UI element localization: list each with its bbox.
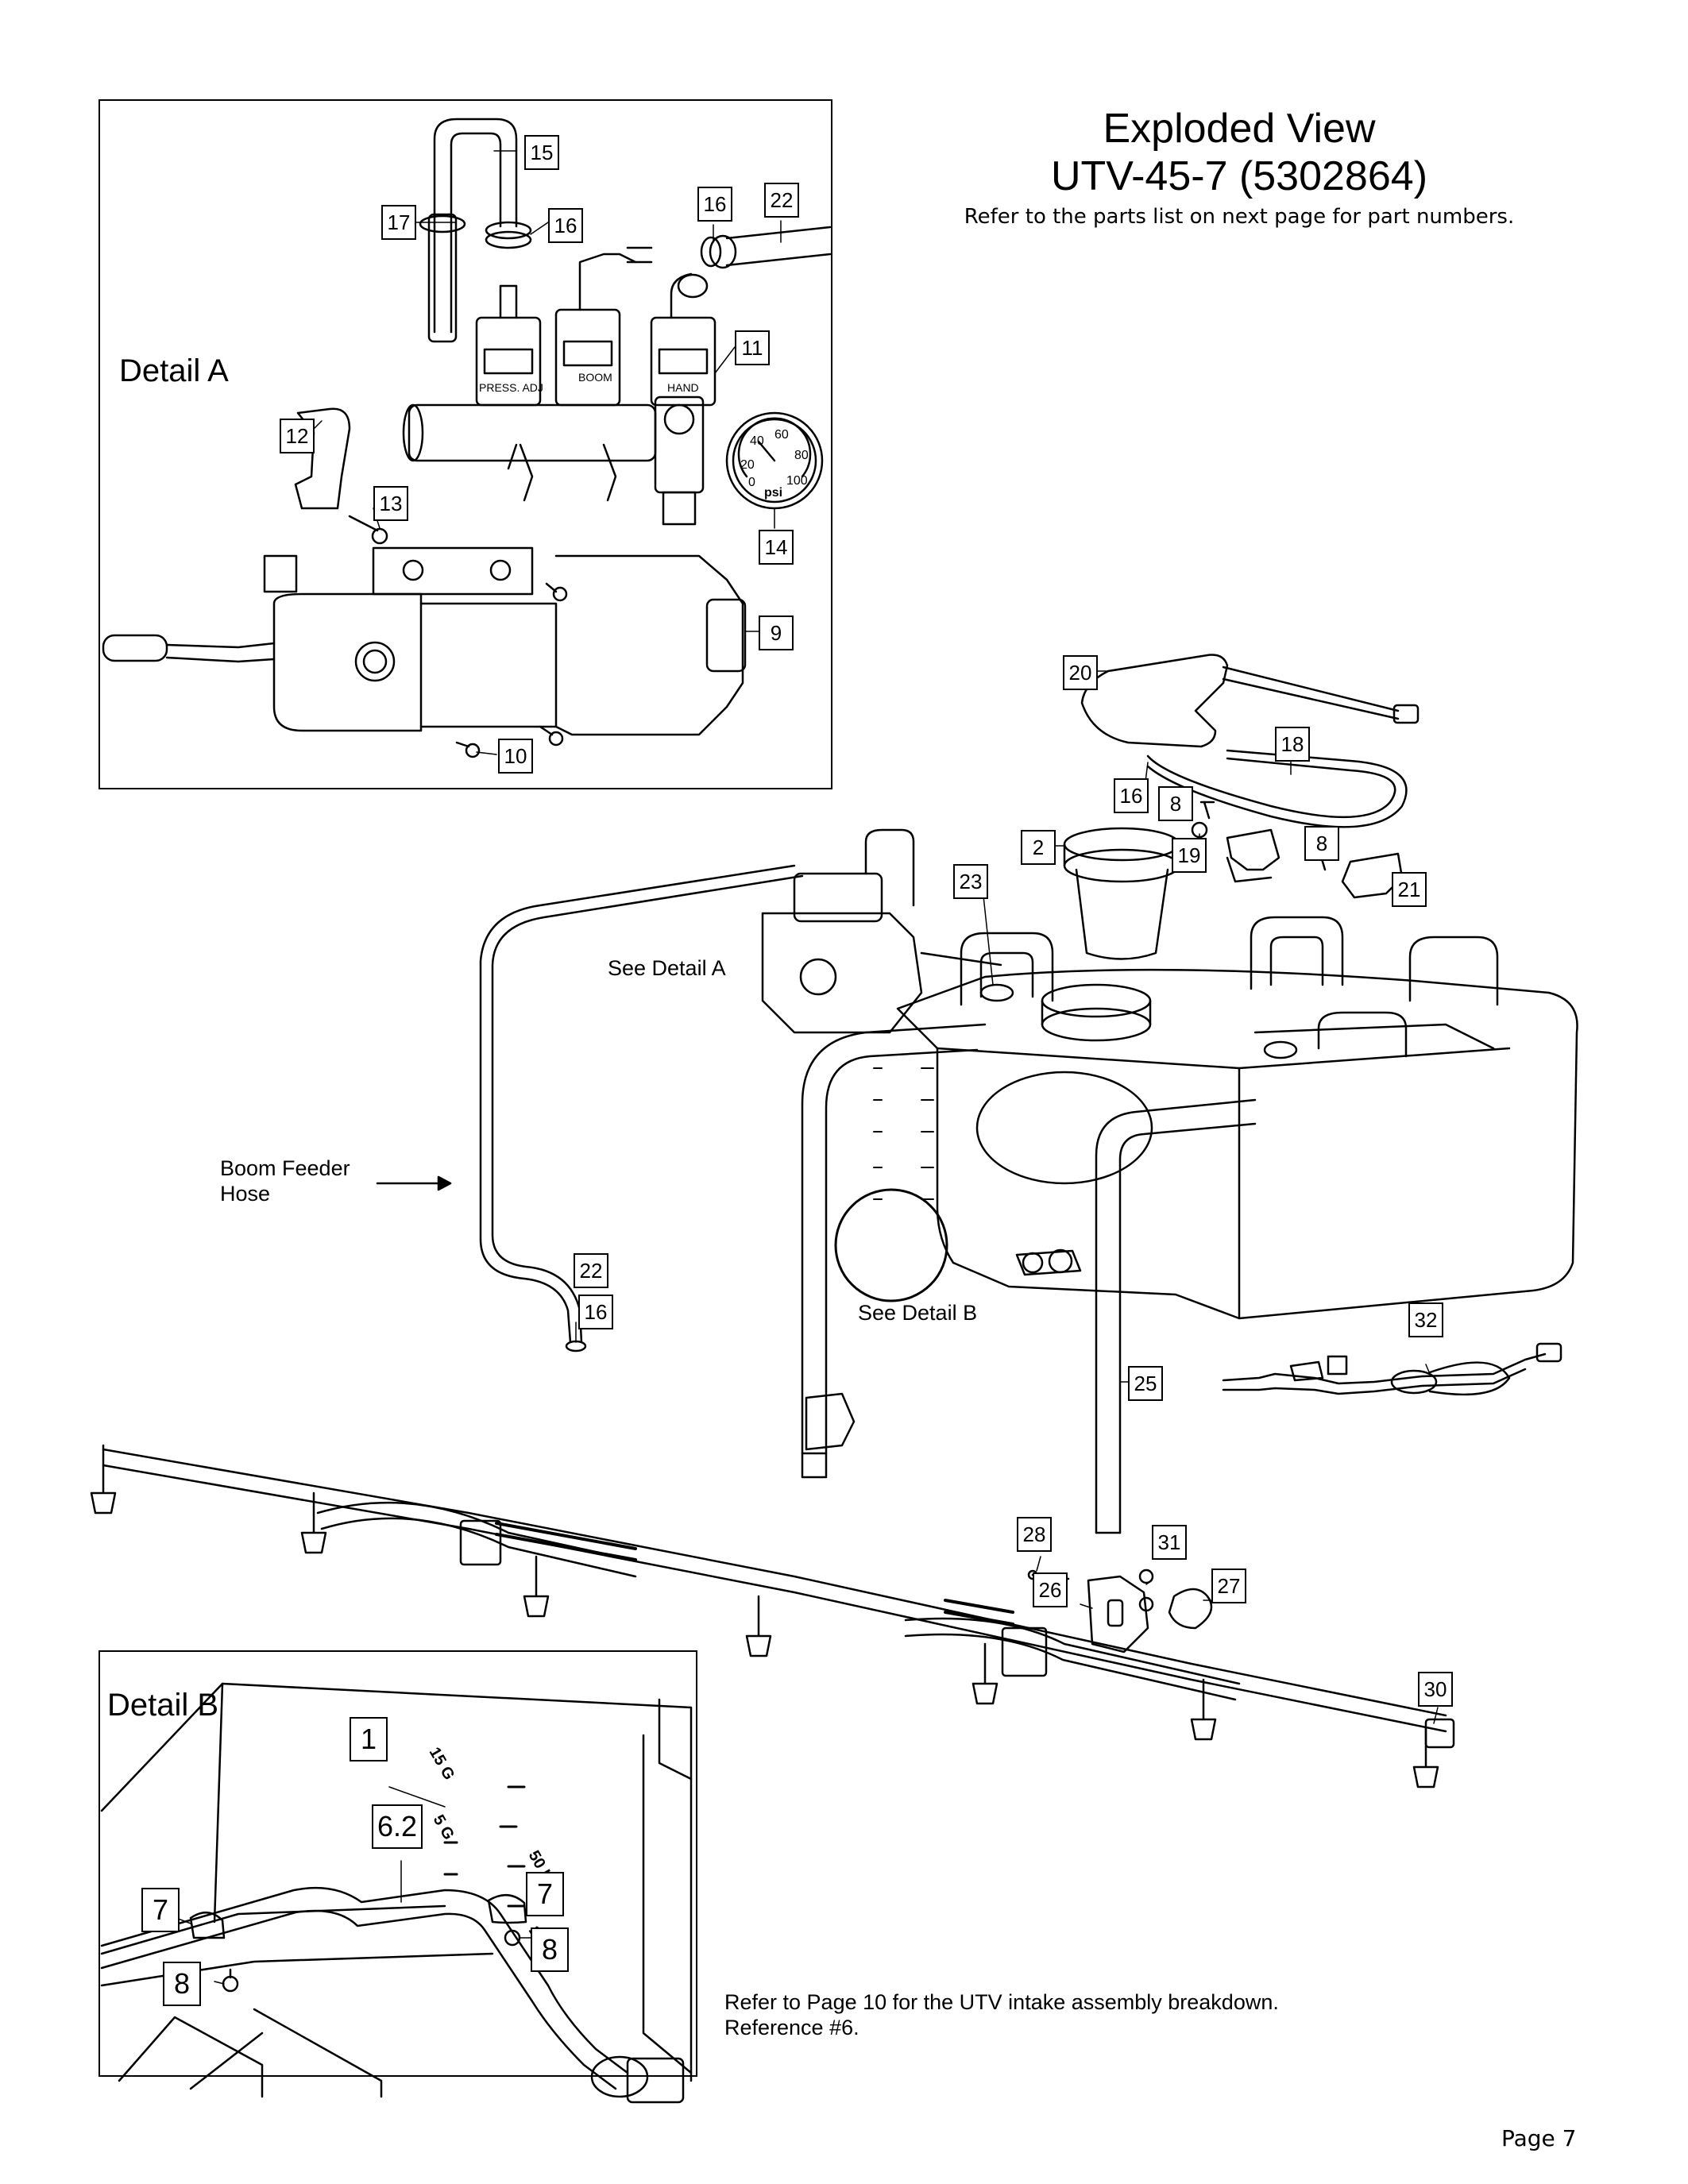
callout-7-a: 7 xyxy=(141,1888,180,1932)
callout-1: 1 xyxy=(350,1717,388,1761)
callout-8-d: 8 xyxy=(531,1927,569,1972)
gauge-tick-80: 80 xyxy=(794,449,809,462)
title-line-2: UTV-45-7 (5302864) xyxy=(1050,153,1428,199)
callout-7-b: 7 xyxy=(526,1872,564,1916)
gauge-tick-40: 40 xyxy=(750,434,764,448)
gauge-tick-60: 60 xyxy=(774,428,789,442)
page-subtitle: Refer to the parts list on next page for… xyxy=(964,205,1515,229)
gauge-tick-0: 0 xyxy=(748,476,755,489)
callout-12: 12 xyxy=(280,419,315,453)
see-detail-b-label: See Detail B xyxy=(858,1301,978,1325)
callout-32: 32 xyxy=(1408,1302,1443,1337)
callout-6-2: 6.2 xyxy=(372,1804,423,1849)
callout-8-a: 8 xyxy=(1158,786,1193,821)
detail-a-frame xyxy=(98,99,832,789)
callout-8-c: 8 xyxy=(163,1962,201,2006)
callout-16-a: 16 xyxy=(548,208,583,243)
callout-22-a: 22 xyxy=(764,183,799,218)
detail-a-label: Detail A xyxy=(119,353,229,388)
gauge-tick-20: 20 xyxy=(740,458,755,472)
callout-13: 13 xyxy=(373,486,408,521)
callout-11: 11 xyxy=(735,330,770,365)
callout-15: 15 xyxy=(524,135,559,170)
intake-note: Refer to Page 10 for the UTV intake asse… xyxy=(724,1989,1439,2040)
detail-b-label: Detail B xyxy=(107,1688,219,1723)
detail-b-drawing xyxy=(100,1682,693,2104)
title-line-1: Exploded View xyxy=(1103,106,1376,152)
valve-label-press-adj: PRESS. ADJ xyxy=(479,381,543,394)
gauge-unit: psi xyxy=(764,486,782,500)
callout-16-c: 16 xyxy=(1114,778,1149,813)
callout-10: 10 xyxy=(498,739,533,774)
valve-label-hand: HAND xyxy=(667,381,699,394)
callout-16-b: 16 xyxy=(697,187,732,222)
intake-note-line-2: Reference #6. xyxy=(724,2016,859,2039)
callout-18: 18 xyxy=(1275,727,1310,762)
callout-19: 19 xyxy=(1172,838,1207,873)
callout-21: 21 xyxy=(1392,872,1427,907)
detail-b-frame xyxy=(98,1650,697,2077)
callout-28: 28 xyxy=(1017,1517,1052,1552)
see-detail-a-label: See Detail A xyxy=(608,956,726,980)
detail-a-drawing xyxy=(102,118,832,758)
boom-feeder-hose-label: Boom Feeder Hose xyxy=(220,1156,350,1206)
callout-9: 9 xyxy=(759,615,794,650)
page-number: Page 7 xyxy=(1501,2125,1577,2151)
callout-16-d: 16 xyxy=(578,1295,613,1329)
callout-26: 26 xyxy=(1033,1572,1068,1607)
main-view-drawing xyxy=(90,654,1578,1788)
callout-30: 30 xyxy=(1418,1672,1453,1707)
callout-23: 23 xyxy=(953,864,988,899)
callout-27: 27 xyxy=(1211,1569,1246,1603)
valve-label-boom: BOOM xyxy=(578,371,612,384)
callout-25: 25 xyxy=(1128,1366,1163,1401)
detail-a-small-text: PRESS. ADJ BOOM HAND 0 20 40 60 80 100 p… xyxy=(479,371,809,500)
intake-note-line-1: Refer to Page 10 for the UTV intake asse… xyxy=(724,1990,1279,2014)
gauge-tick-100: 100 xyxy=(786,474,808,488)
callout-31: 31 xyxy=(1152,1525,1187,1560)
callout-22-b: 22 xyxy=(574,1253,608,1288)
callout-20: 20 xyxy=(1063,655,1098,690)
page-title: Exploded View UTV-45-7 (5302864) xyxy=(937,105,1541,200)
callout-17: 17 xyxy=(381,205,416,240)
callout-8-b: 8 xyxy=(1304,826,1339,861)
callout-2: 2 xyxy=(1021,830,1056,865)
callout-14: 14 xyxy=(759,530,794,565)
